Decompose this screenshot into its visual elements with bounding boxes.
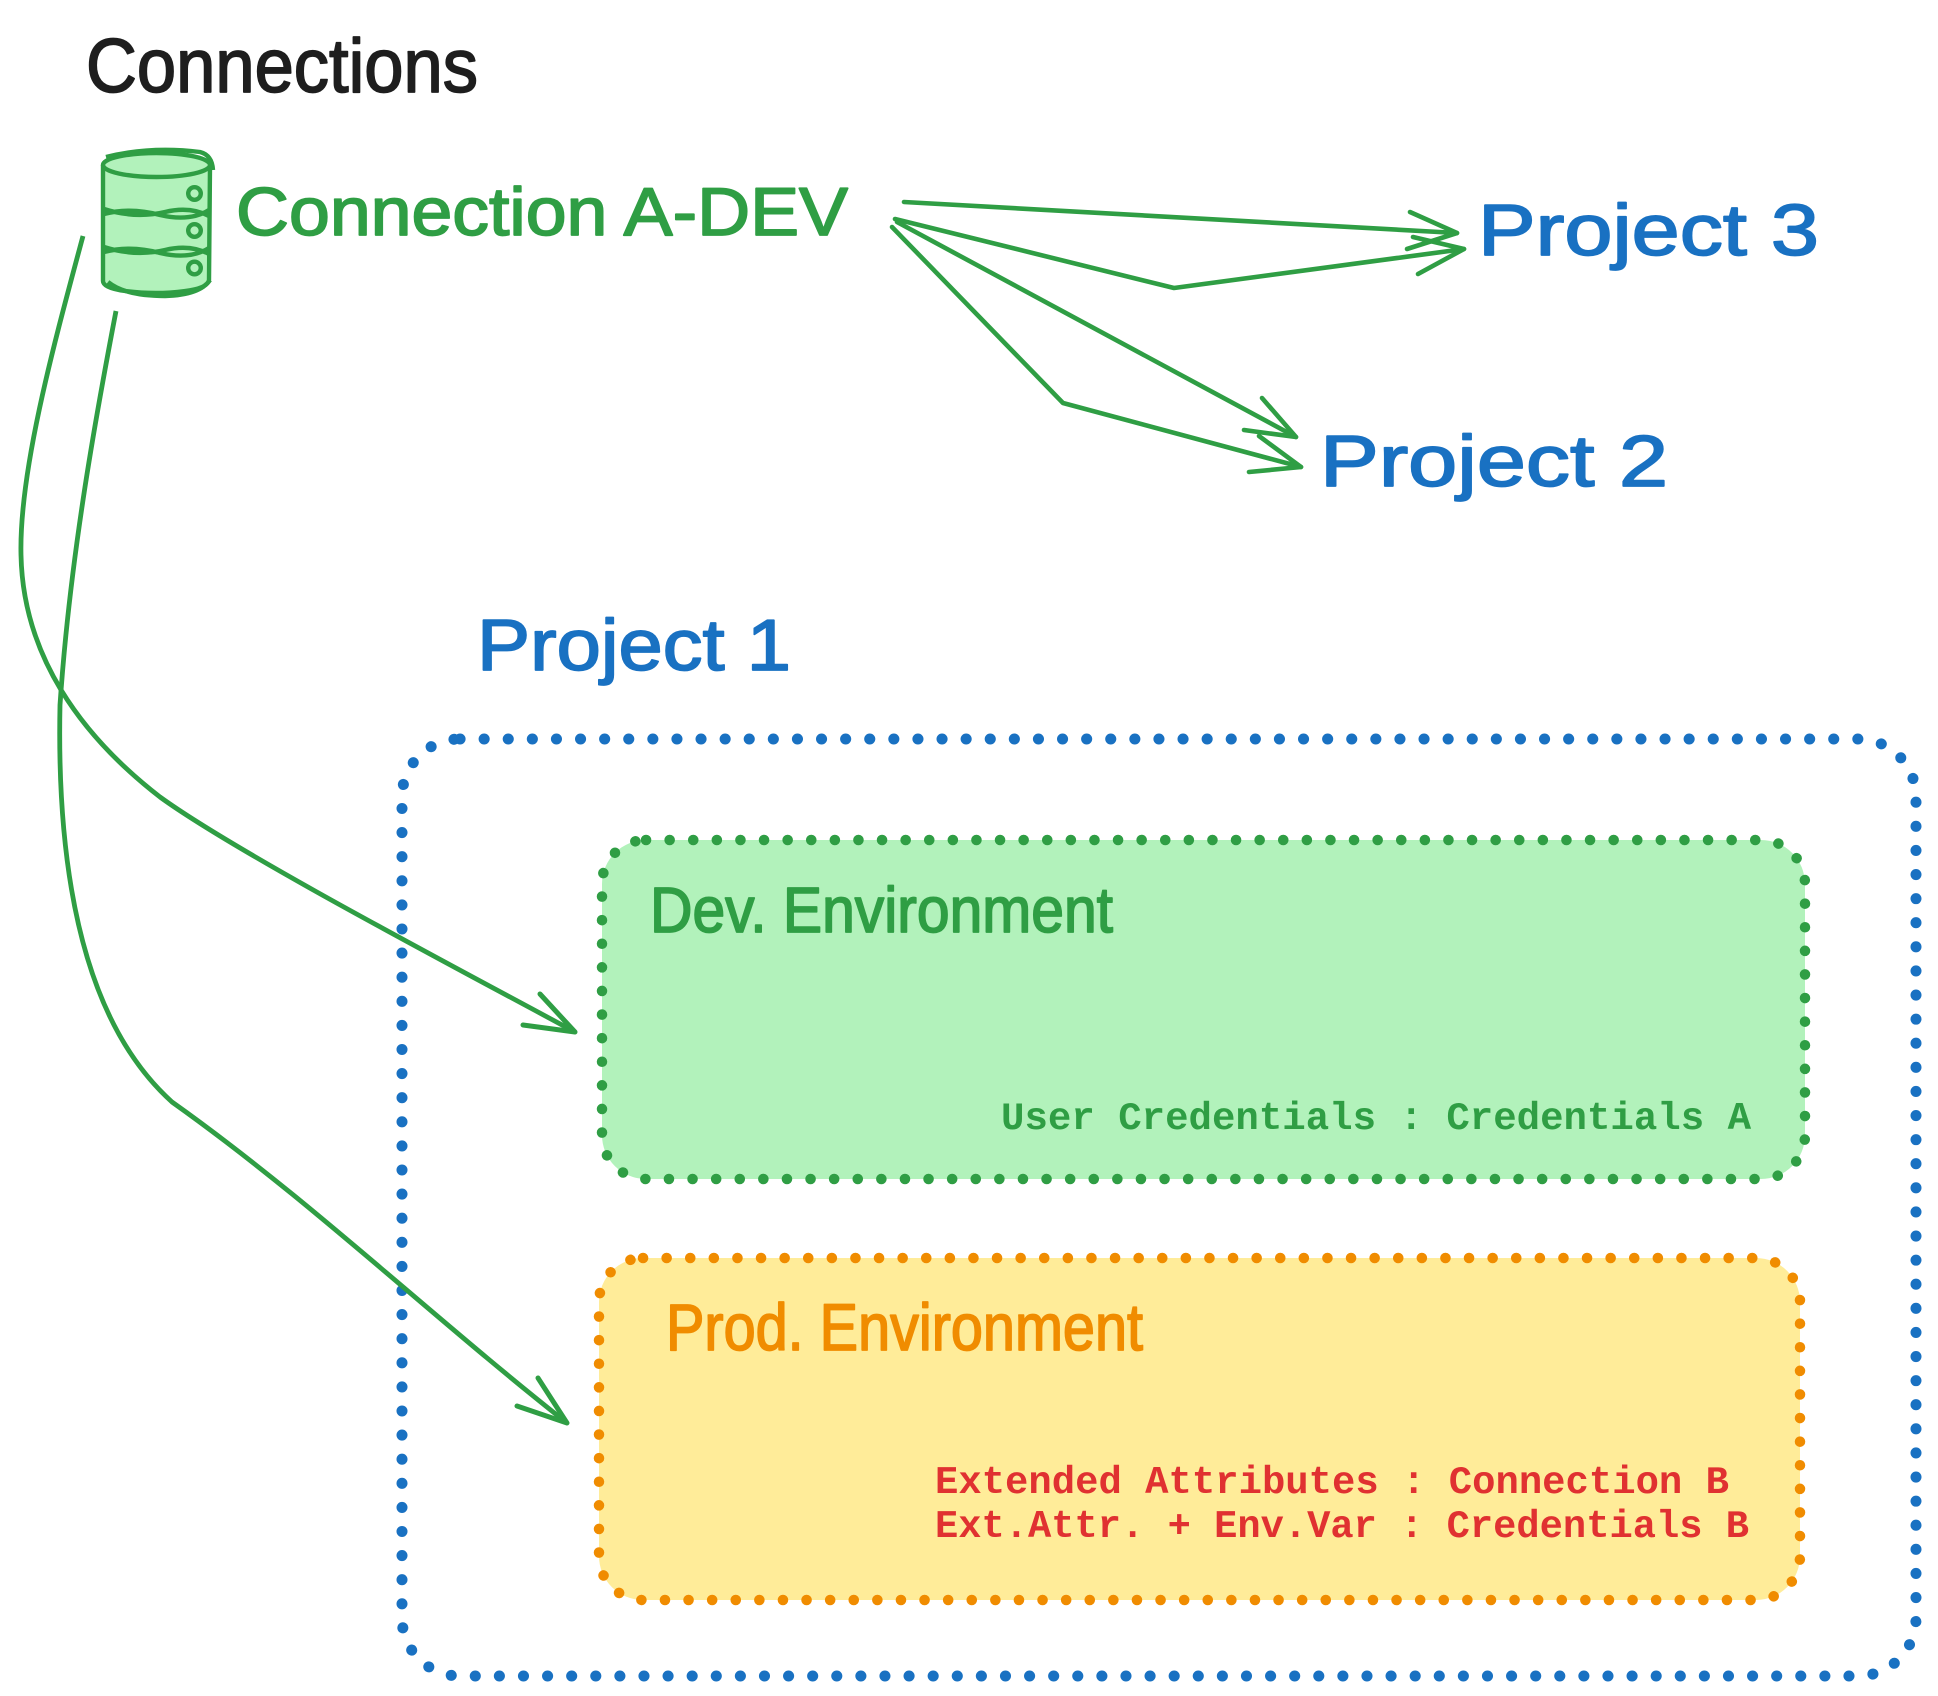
svg-text:Ext.Attr. + Env.Var : Credenti: Ext.Attr. + Env.Var : Credentials B xyxy=(935,1505,1749,1549)
svg-text:Project 3: Project 3 xyxy=(1478,191,1819,271)
svg-text:User Credentials : Credentials: User Credentials : Credentials A xyxy=(1001,1097,1752,1141)
svg-text:Connection A-DEV: Connection A-DEV xyxy=(236,174,849,250)
svg-text:Prod. Environment: Prod. Environment xyxy=(666,1290,1143,1364)
svg-text:Project 1: Project 1 xyxy=(477,606,791,686)
svg-text:Extended Attributes : Connecti: Extended Attributes : Connection B xyxy=(935,1461,1729,1505)
svg-text:Dev. Environment: Dev. Environment xyxy=(650,874,1113,946)
svg-text:Project 2: Project 2 xyxy=(1320,422,1668,502)
svg-text:Connections: Connections xyxy=(86,24,478,109)
